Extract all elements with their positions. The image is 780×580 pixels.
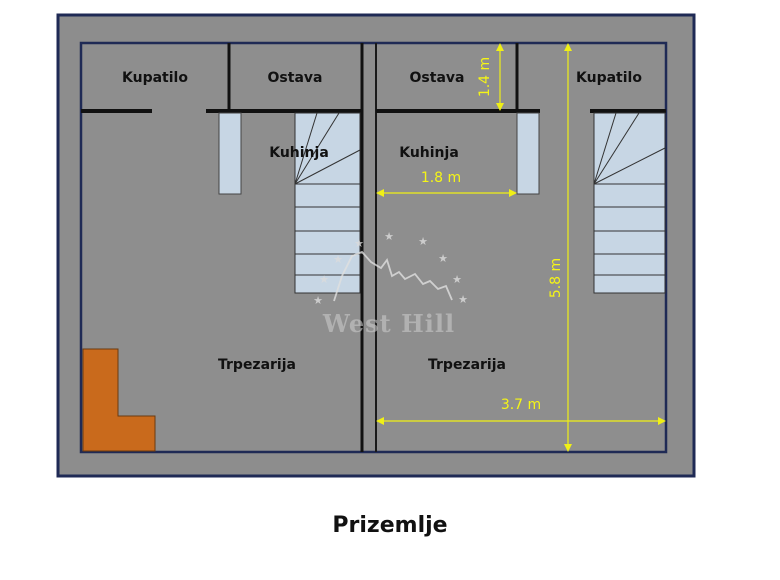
mountain-icon — [333, 250, 453, 302]
watermark-text: West Hill — [322, 309, 455, 338]
dimension-label-storage-depth: 1.4 m — [477, 57, 493, 97]
staircase-left — [294, 112, 361, 294]
floor-caption: Prizemlje — [332, 513, 448, 538]
svg-text:★: ★ — [458, 293, 468, 306]
dimension-label-kitchen-width: 1.8 m — [421, 170, 461, 186]
room-label-dining-left: Trpezarija — [218, 357, 296, 373]
room-label-kitchen-right: Kuhinja — [399, 145, 459, 161]
svg-text:★: ★ — [313, 294, 323, 307]
room-label-bathroom-left: Kupatilo — [122, 70, 188, 86]
svg-text:★: ★ — [438, 252, 448, 265]
interior-outline — [79, 41, 668, 454]
room-label-storage-left: Ostava — [268, 70, 323, 86]
svg-text:★: ★ — [319, 273, 329, 286]
dimension-label-dining-width: 3.7 m — [501, 397, 541, 413]
kitchen-counter-left — [218, 112, 242, 195]
room-label-kitchen-left: Kuhinja — [269, 145, 329, 161]
fireplace — [82, 348, 156, 452]
star-icon: ★ ★ ★ ★ ★ ★ ★ ★ ★ — [313, 230, 468, 307]
svg-text:★: ★ — [333, 253, 343, 266]
room-label-bathroom-right: Kupatilo — [576, 70, 642, 86]
svg-text:★: ★ — [418, 235, 428, 248]
room-label-dining-right: Trpezarija — [428, 357, 506, 373]
watermark-logo: ★ ★ ★ ★ ★ ★ ★ ★ ★ West Hill — [313, 230, 468, 338]
svg-text:★: ★ — [452, 273, 462, 286]
room-label-storage-right: Ostava — [410, 70, 465, 86]
svg-text:★: ★ — [384, 230, 394, 243]
dimension-label-total-length: 5.8 m — [548, 258, 564, 298]
kitchen-counter-right — [516, 112, 540, 195]
svg-text:★: ★ — [354, 237, 364, 250]
staircase-right — [593, 112, 666, 294]
